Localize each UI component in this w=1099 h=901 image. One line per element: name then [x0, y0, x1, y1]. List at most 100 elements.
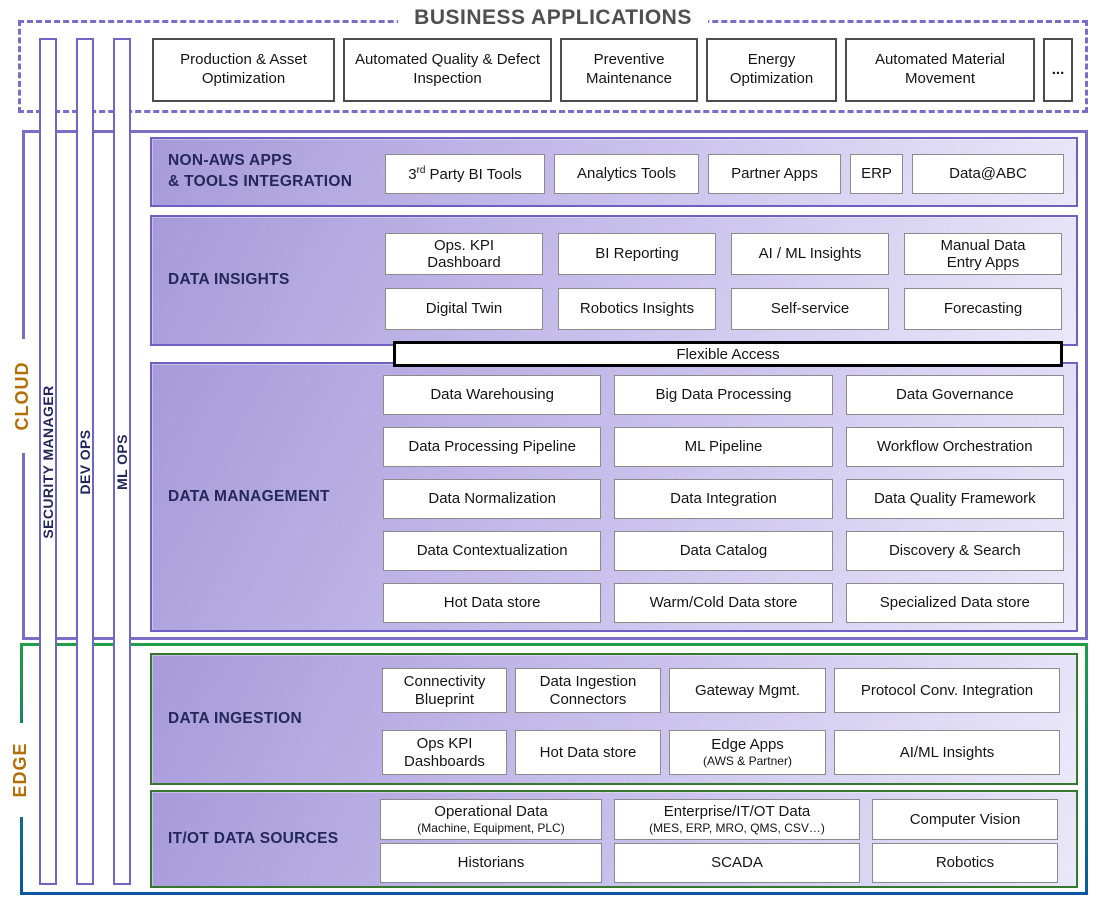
bar-label: ML OPS	[114, 433, 130, 490]
node-ai-ml-insights: AI / ML Insights	[731, 233, 889, 275]
node-self-service: Self-service	[731, 288, 889, 330]
node-label: Data Governance	[896, 386, 1014, 404]
data-management-grid: Data Warehousing Big Data Processing Dat…	[383, 375, 1064, 623]
node-label: Robotics Insights	[579, 300, 695, 318]
node-label: SCADA	[711, 854, 763, 872]
node-label: Partner Apps	[731, 165, 818, 183]
business-applications-title: BUSINESS APPLICATIONS	[398, 6, 708, 30]
node-label-rest: Party BI Tools	[429, 165, 522, 183]
node-production-asset-optimization: Production & Asset Optimization	[152, 38, 335, 102]
node-connectivity-blueprint: Connectivity Blueprint	[382, 668, 507, 713]
node-label: Digital Twin	[425, 300, 503, 318]
data-insights-grid: Ops. KPI Dashboard BI Reporting AI / ML …	[385, 233, 1062, 330]
node-label: Ops. KPI Dashboard	[427, 236, 501, 271]
node-label: Analytics Tools	[577, 165, 676, 183]
node-preventive-maintenance: Preventive Maintenance	[560, 38, 698, 102]
node-data-contextualization: Data Contextualization	[383, 531, 602, 571]
node-computer-vision: Computer Vision	[872, 799, 1058, 840]
section-data-ingestion: DATA INGESTION Connectivity Blueprint Da…	[150, 653, 1078, 785]
node-protocol-conv-integration: Protocol Conv. Integration	[834, 668, 1060, 713]
node-label: ML Pipeline	[684, 438, 763, 456]
node-label: Discovery & Search	[888, 542, 1021, 560]
node-big-data-processing: Big Data Processing	[614, 375, 833, 415]
node-historians: Historians	[380, 843, 602, 883]
node-label: Production & Asset Optimization	[180, 51, 307, 87]
node-label: Edge Apps	[711, 736, 784, 754]
node-label: Workflow Orchestration	[877, 438, 1033, 456]
node-label: Preventive Maintenance	[586, 51, 672, 87]
node-label: Automated Quality & Defect Inspection	[354, 51, 541, 87]
node-label: Data Warehousing	[430, 386, 554, 404]
node-sublabel: (AWS & Partner)	[703, 753, 792, 768]
node-label: Historians	[457, 854, 525, 872]
ellipsis-icon: ...	[1051, 60, 1065, 78]
node-sublabel: (Machine, Equipment, PLC)	[417, 820, 565, 835]
section-title: IT/OT DATA SOURCES	[168, 829, 339, 847]
node-warm-cold-data-store: Warm/Cold Data store	[614, 583, 833, 623]
node-label: Energy Optimization	[729, 51, 814, 87]
node-label: Hot Data store	[539, 743, 637, 761]
node-digital-twin: Digital Twin	[385, 288, 543, 330]
node-hot-data-store-edge: Hot Data store	[515, 730, 661, 775]
node-label: Self-service	[770, 300, 850, 318]
node-label: Forecasting	[943, 300, 1023, 318]
itot-grid: Operational Data(Machine, Equipment, PLC…	[380, 799, 1058, 883]
node-label: Hot Data store	[443, 594, 541, 612]
node-label: Data Contextualization	[416, 542, 568, 560]
node-label: Computer Vision	[909, 810, 1021, 828]
node-label: Data Integration	[670, 490, 777, 508]
node-ops-kpi-dashboard: Ops. KPI Dashboard	[385, 233, 543, 275]
node-ml-pipeline: ML Pipeline	[614, 427, 833, 467]
bar-dev-ops: DEV OPS	[76, 38, 94, 885]
node-label: ERP	[861, 165, 892, 183]
node-hot-data-store: Hot Data store	[383, 583, 602, 623]
bar-ml-ops: ML OPS	[113, 38, 131, 885]
node-sublabel: (MES, ERP, MRO, QMS, CSV…)	[649, 820, 825, 835]
node-ai-ml-insights-edge: AI/ML Insights	[834, 730, 1060, 775]
section-title: DATA INGESTION	[168, 709, 302, 727]
node-label: Data Catalog	[679, 542, 768, 560]
node-label: AI/ML Insights	[899, 743, 995, 761]
node-label: Operational Data	[434, 803, 548, 821]
section-data-management: DATA MANAGEMENT Data Warehousing Big Dat…	[150, 362, 1078, 632]
node-energy-optimization: Energy Optimization	[706, 38, 837, 102]
node-label: Enterprise/IT/OT Data	[663, 803, 811, 821]
data-ingestion-grid: Connectivity Blueprint Data Ingestion Co…	[382, 668, 1060, 775]
node-label: BI Reporting	[595, 245, 679, 263]
node-more-apps-ellipsis: ...	[1043, 38, 1073, 102]
node-data-catalog: Data Catalog	[614, 531, 833, 571]
node-gateway-mgmt: Gateway Mgmt.	[669, 668, 826, 713]
node-label: Protocol Conv. Integration	[860, 681, 1034, 699]
node-data-normalization: Data Normalization	[383, 479, 602, 519]
node-data-quality-framework: Data Quality Framework	[845, 479, 1064, 519]
node-specialized-data-store: Specialized Data store	[845, 583, 1064, 623]
node-label: Data@ABC	[949, 165, 1027, 183]
node-label: Data Normalization	[428, 490, 556, 508]
node-label: Robotics	[935, 854, 995, 872]
node-label: AI / ML Insights	[758, 245, 862, 263]
cloud-side-label: CLOUD	[10, 339, 34, 453]
node-label: Data Quality Framework	[873, 490, 1036, 508]
node-label: Manual Data Entry Apps	[940, 236, 1026, 271]
node-data-at-abc: Data@ABC	[912, 154, 1064, 194]
node-automated-quality-defect-inspection: Automated Quality & Defect Inspection	[343, 38, 552, 102]
node-robotics: Robotics	[872, 843, 1058, 883]
bar-label: SECURITY MANAGER	[40, 384, 56, 539]
node-operational-data: Operational Data(Machine, Equipment, PLC…	[380, 799, 602, 840]
node-data-processing-pipeline: Data Processing Pipeline	[383, 427, 602, 467]
node-label: Data Processing Pipeline	[408, 438, 576, 456]
node-label: Connectivity Blueprint	[403, 673, 486, 708]
bar-security-manager: SECURITY MANAGER	[39, 38, 57, 885]
node-data-governance: Data Governance	[845, 375, 1064, 415]
node-scada: SCADA	[614, 843, 860, 883]
node-workflow-orchestration: Workflow Orchestration	[845, 427, 1064, 467]
business-apps-row: Production & Asset Optimization Automate…	[152, 38, 1078, 102]
node-data-integration: Data Integration	[614, 479, 833, 519]
node-partner-apps: Partner Apps	[708, 154, 841, 194]
node-label-superscript: rd	[416, 164, 426, 176]
